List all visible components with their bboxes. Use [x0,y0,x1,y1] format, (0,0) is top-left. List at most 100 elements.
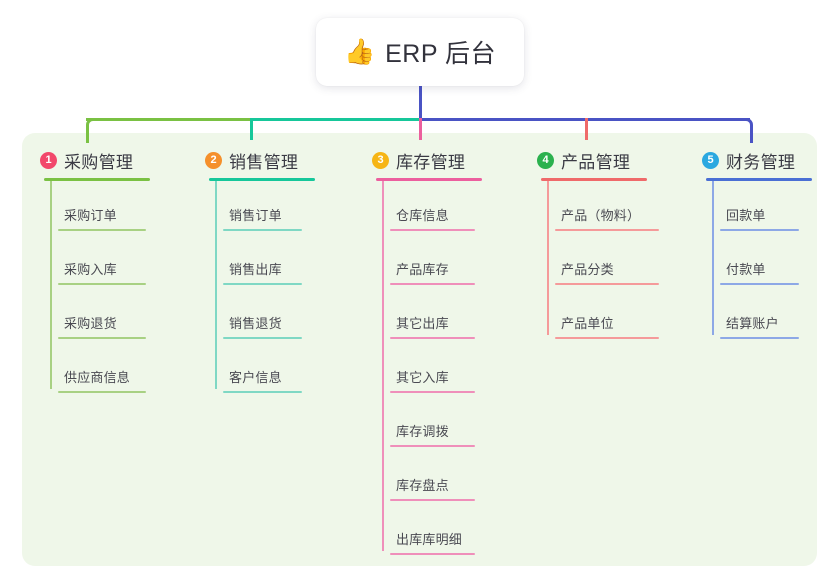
branch-item[interactable]: 其它出库 [390,313,475,339]
branch-header-underline [706,178,812,181]
branch-item-label: 供应商信息 [64,370,131,385]
branch-header-2[interactable]: 2 销售管理 [205,148,298,173]
branch-item-label: 其它入库 [396,370,449,385]
branch-header-5[interactable]: 5 财务管理 [702,148,795,173]
branch-item-underline [58,229,146,231]
branch-header-underline [44,178,150,181]
branch-number-badge: 3 [372,152,389,169]
branch-item[interactable]: 付款单 [720,259,799,285]
branch-title: 产品管理 [561,153,631,172]
branch-item[interactable]: 回款单 [720,205,799,231]
branch-header-4[interactable]: 4 产品管理 [537,148,630,173]
branch-item-underline [58,283,146,285]
connector-bus-right [419,118,750,121]
branch-item-underline [390,283,475,285]
branch-item[interactable]: 销售订单 [223,205,302,231]
branch-item[interactable]: 产品库存 [390,259,475,285]
branch-title: 财务管理 [726,153,796,172]
branch-item-underline [555,229,659,231]
connector-bus-sales [250,118,422,121]
branch-item-underline [58,391,146,393]
branch-item-underline [720,337,799,339]
thumbs-up-icon: 👍 [343,37,376,66]
branch-item-underline [223,229,302,231]
branch-item-label: 销售退货 [229,316,282,331]
branch-spine [215,181,217,389]
branch-number-badge: 4 [537,152,554,169]
branch-header-underline [376,178,482,181]
branch-item-underline [390,337,475,339]
branch-item-label: 销售出库 [229,262,282,277]
branch-header-underline [541,178,647,181]
branch-title: 销售管理 [229,153,299,172]
branch-item-underline [555,283,659,285]
connector-drop-sales [250,118,253,140]
branch-item-label: 采购入库 [64,262,117,277]
branch-item-underline [223,283,302,285]
branch-item[interactable]: 仓库信息 [390,205,475,231]
branch-item[interactable]: 产品分类 [555,259,659,285]
branch-header-1[interactable]: 1 采购管理 [40,148,133,173]
connector-trunk [419,86,422,121]
branch-item-label: 产品（物料） [561,208,641,223]
branch-item[interactable]: 销售出库 [223,259,302,285]
branch-item-underline [390,553,475,555]
branch-item-underline [390,391,475,393]
branch-item[interactable]: 采购订单 [58,205,146,231]
branch-spine [712,181,714,335]
connector-bus-purchasing [86,118,250,121]
branch-item-label: 采购退货 [64,316,117,331]
connector-drop-inventory [419,118,422,140]
branch-spine [50,181,52,389]
branch-item-label: 出库库明细 [396,532,463,547]
branch-item[interactable]: 销售退货 [223,313,302,339]
branch-item-underline [390,445,475,447]
branch-header-underline [209,178,315,181]
branch-item-label: 结算账户 [726,316,779,331]
branch-number-badge: 1 [40,152,57,169]
branch-item-label: 库存调拨 [396,424,449,439]
branch-title: 采购管理 [64,153,134,172]
branch-item-underline [223,337,302,339]
branch-item-underline [390,499,475,501]
branch-item[interactable]: 产品（物料） [555,205,659,231]
root-node-title: ERP 后台 [385,40,497,68]
connector-drop-product [585,118,588,140]
branch-item-label: 库存盘点 [396,478,449,493]
branch-item-label: 付款单 [726,262,766,277]
branch-item-label: 回款单 [726,208,766,223]
branch-title: 库存管理 [396,153,466,172]
branch-item-label: 产品单位 [561,316,614,331]
branch-item-underline [223,391,302,393]
branch-number-badge: 5 [702,152,719,169]
branch-item-label: 产品库存 [396,262,449,277]
branch-number-badge: 2 [205,152,222,169]
connector-corner-left [86,118,99,143]
branch-item[interactable]: 库存调拨 [390,421,475,447]
branch-item-label: 采购订单 [64,208,117,223]
branch-header-3[interactable]: 3 库存管理 [372,148,465,173]
connector-corner-right [740,118,753,143]
branch-item[interactable]: 库存盘点 [390,475,475,501]
branch-item-underline [555,337,659,339]
branch-item-underline [720,283,799,285]
branch-item[interactable]: 出库库明细 [390,529,475,555]
branch-item[interactable]: 供应商信息 [58,367,146,393]
branch-item-label: 产品分类 [561,262,614,277]
branch-item-underline [720,229,799,231]
root-node-erp-backend[interactable]: 👍 ERP 后台 [316,18,524,86]
branch-item-label: 仓库信息 [396,208,449,223]
branch-item[interactable]: 产品单位 [555,313,659,339]
branch-spine [382,181,384,551]
branch-item[interactable]: 采购入库 [58,259,146,285]
branch-item-underline [390,229,475,231]
branch-item[interactable]: 采购退货 [58,313,146,339]
branch-item[interactable]: 客户信息 [223,367,302,393]
branch-item[interactable]: 结算账户 [720,313,799,339]
branch-spine [547,181,549,335]
branch-item-underline [58,337,146,339]
branch-item[interactable]: 其它入库 [390,367,475,393]
branch-item-label: 客户信息 [229,370,282,385]
diagram-background-panel [22,133,817,566]
